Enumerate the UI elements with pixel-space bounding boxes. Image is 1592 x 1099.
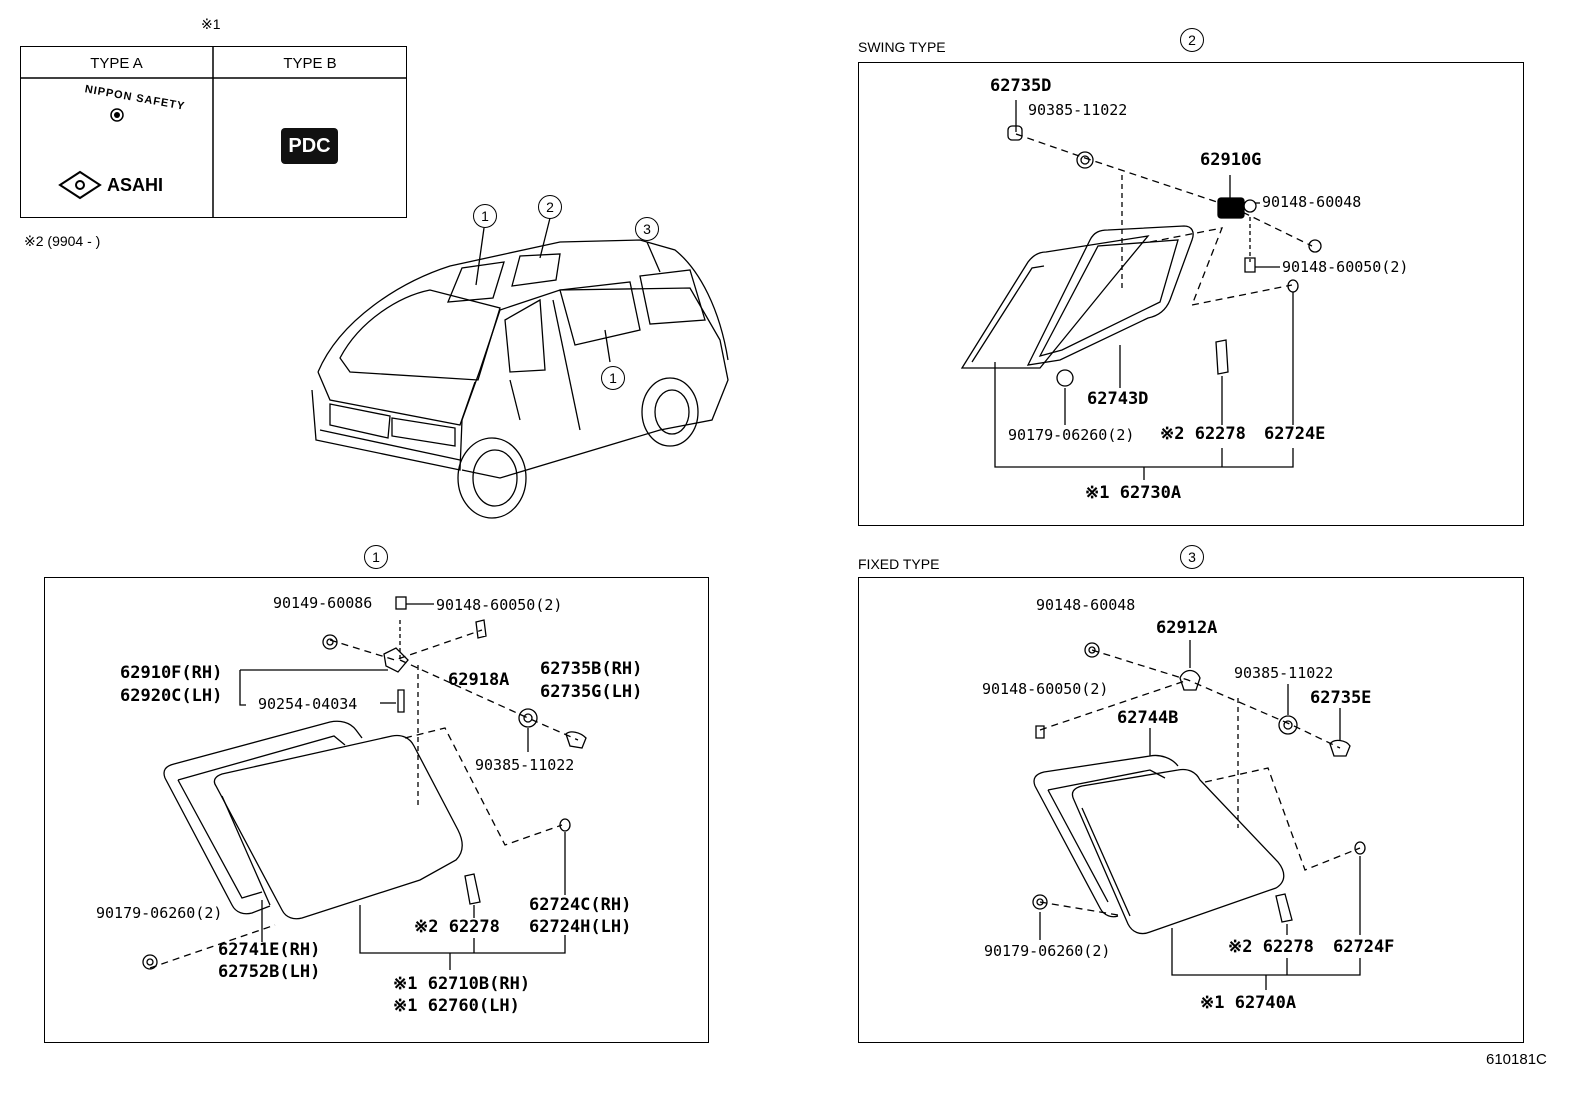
label-62724E: 62724E [1264,424,1326,444]
label-90149-60086: 90149-60086 [273,594,373,612]
label-fixed-90148-60050: 90148-60050(2) [982,680,1109,698]
label-fixed-62278: ※2 62278 [1228,937,1314,957]
fixed-type-panel [858,577,1524,1043]
label-90254-04034: 90254-04034 [258,695,358,713]
fixed-type-title: FIXED TYPE [858,556,940,572]
swing-type-panel [858,62,1524,526]
panel-1-number: 1 [364,545,388,569]
label-slide-62278: ※2 62278 [414,917,500,937]
legend-note-2: ※2 (9904 - ) [24,233,101,249]
label-62724H: 62724H(LH) [529,917,632,937]
van-callout-1b: 1 [601,366,625,390]
label-62910G: 62910G [1200,150,1262,170]
label-62710B: ※1 62710B(RH) [393,974,531,994]
label-62743D: 62743D [1087,389,1149,409]
swing-type-number: 2 [1180,28,1204,52]
swing-type-title: SWING TYPE [858,39,946,55]
label-fixed-90385-11022: 90385-11022 [1234,664,1334,682]
label-62741E: 62741E(RH) [218,940,321,960]
label-fixed-90148-60048: 90148-60048 [1036,596,1136,614]
label-slide-90179-06260: 90179-06260(2) [96,904,223,922]
pdc-logo: PDC [281,128,338,164]
label-62744B: 62744B [1117,708,1179,728]
label-62724F: 62724F [1333,937,1395,957]
legend-type-a-header: TYPE A [90,55,143,72]
label-62730A: ※1 62730A [1085,483,1182,503]
label-fixed-90179-06260: 90179-06260(2) [984,942,1111,960]
label-swing-62278: ※2 62278 [1160,424,1246,444]
label-swing-90385-11022: 90385-11022 [1028,101,1128,119]
label-swing-90148-60048: 90148-60048 [1262,193,1362,211]
label-slide-90148-60050: 90148-60050(2) [436,596,563,614]
label-swing-90179-06260: 90179-06260(2) [1008,426,1135,444]
label-swing-90148-60050: 90148-60050(2) [1282,258,1409,276]
label-62735D: 62735D [990,76,1052,96]
legend-type-b-header: TYPE B [283,55,337,72]
label-62920C: 62920C(LH) [120,686,223,706]
van-callout-3: 3 [635,217,659,241]
figure-code: 610181C [1486,1051,1547,1068]
van-callout-2: 2 [538,195,562,219]
label-62735G: 62735G(LH) [540,682,643,702]
label-62912A: 62912A [1156,618,1218,638]
label-62735E: 62735E [1310,688,1372,708]
panel-1 [44,577,709,1043]
label-62760: ※1 62760(LH) [393,996,520,1016]
label-62918A: 62918A [448,670,510,690]
label-62735B: 62735B(RH) [540,659,643,679]
label-62740A: ※1 62740A [1200,993,1297,1013]
asahi-logo-text: ASAHI [107,175,164,195]
legend-note-mark: ※1 [201,16,221,32]
label-62752B: 62752B(LH) [218,962,321,982]
label-62724C: 62724C(RH) [529,895,632,915]
label-slide-90385-11022: 90385-11022 [475,756,575,774]
van-callout-1: 1 [473,204,497,228]
label-62910F: 62910F(RH) [120,663,223,683]
fixed-type-number: 3 [1180,545,1204,569]
